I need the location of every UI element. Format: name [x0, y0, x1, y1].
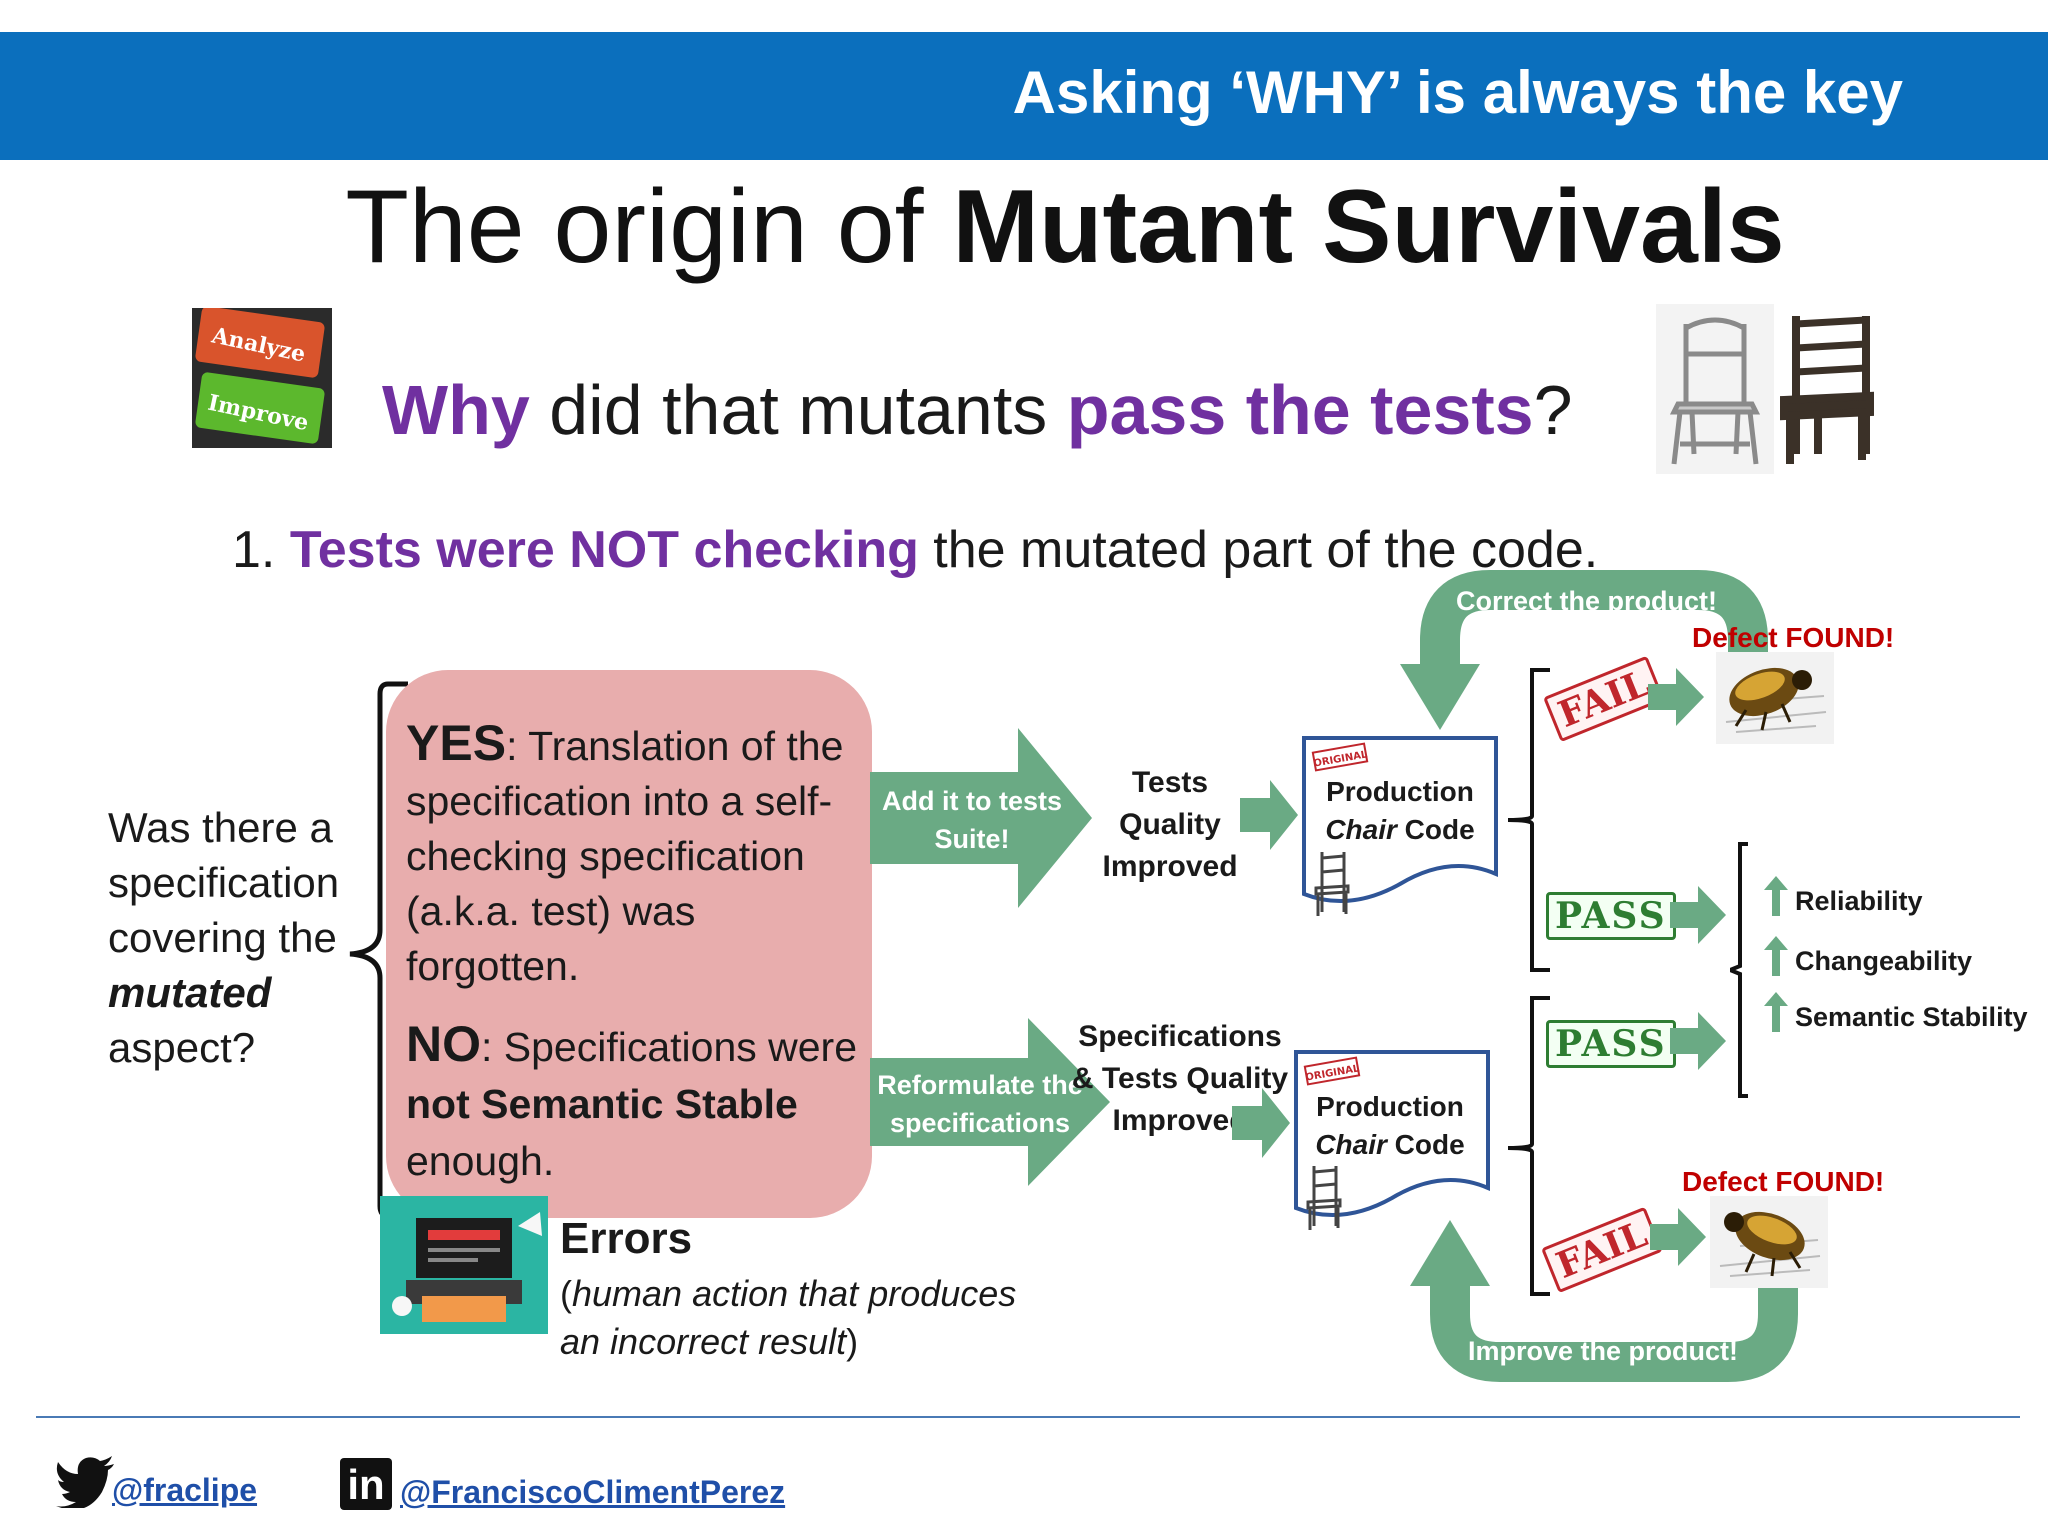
defect-found-bottom: Defect FOUND! [1682, 1166, 1885, 1197]
add-tests-label: Add it to tests Suite! [882, 786, 1062, 854]
correct-product-label: Correct the product! [1456, 586, 1718, 616]
quality-semantic-stability: Semantic Stability [1795, 1002, 2028, 1032]
answer-box [386, 670, 872, 1218]
chair-icon [1314, 852, 1350, 916]
analyze-key: Analyze [195, 308, 325, 378]
arrow-pass1-to-qualities [1670, 886, 1726, 944]
bug-icon [1716, 652, 1834, 744]
errors-description: (human action that produces an incorrect… [560, 1270, 1060, 1366]
reformulate-arrow [870, 1018, 1110, 1186]
add-tests-arrow [870, 728, 1092, 908]
point1-number: 1. [232, 521, 290, 579]
doc2-code: Code [1386, 1129, 1465, 1160]
pass-stamp-top: PASS [1546, 892, 1676, 940]
main-question: Why did that mutants pass the tests? [382, 370, 1573, 450]
errors-desc-text: human action that produces an incorrect … [560, 1273, 1017, 1362]
up-arrow-icon [1764, 876, 1788, 916]
linkedin-handle-link[interactable]: @FranciscoClimentPerez [400, 1474, 786, 1510]
arrow-fail2-to-bug [1650, 1208, 1706, 1266]
doc2-chair: Chair [1315, 1129, 1387, 1160]
bottom-results-bracket [1507, 996, 1550, 1296]
correct-product-cycle-arrow [1400, 570, 1768, 730]
question-pass: pass the tests [1066, 371, 1534, 449]
yes-label: YES [406, 715, 507, 771]
chair-icon [1306, 1166, 1342, 1230]
left-q-line2: aspect? [108, 1024, 256, 1071]
page-title: The origin of Mutant Survivals [0, 168, 2048, 287]
wooden-chair-icon [1780, 316, 1874, 464]
left-q-emph: mutated [108, 969, 272, 1016]
bug-icon [1710, 1196, 1828, 1288]
defect-found-top: Defect FOUND! [1692, 622, 1895, 653]
title-bold: Mutant Survivals [952, 169, 1785, 285]
doc2-line1: Production [1316, 1091, 1464, 1122]
no-text: : Specifications were [481, 1024, 858, 1070]
improve-key: Improve [195, 372, 325, 444]
production-doc-1: ORIGINAL [1302, 736, 1498, 916]
qualities-bracket [1730, 842, 1748, 1098]
question-end: ? [1533, 371, 1573, 449]
doc1-code: Code [1396, 814, 1475, 845]
twitter-handle-link[interactable]: @fraclipe [112, 1472, 258, 1508]
errors-title: Errors [560, 1214, 693, 1263]
point1-rest: the mutated part of the code. [918, 521, 1599, 579]
header-text: Asking ‘WHY’ is always the key [1012, 59, 1903, 126]
no-label: NO [406, 1016, 481, 1072]
arrow-pass2-to-qualities [1670, 1012, 1726, 1070]
improve-product-cycle-arrow [1410, 1220, 1798, 1382]
analyze-improve-keys-image: Analyze Improve [192, 308, 332, 448]
question-why: Why [382, 371, 530, 449]
twitter-bird-icon [56, 1456, 114, 1508]
yes-text: : Translation of the specification into … [406, 723, 844, 989]
production-doc-2: ORIGINAL [1294, 1050, 1490, 1230]
yes-answer: YES: Translation of the specification in… [406, 716, 876, 994]
footer-divider [36, 1416, 2020, 1418]
doc1-line2: Chair Code [1300, 811, 1500, 849]
header-band [0, 32, 2048, 160]
tests-quality-improved-text: Tests Quality Improved [1102, 766, 1238, 883]
left-q-line1: Was there a specification covering the [108, 804, 340, 961]
no-end: enough. [406, 1138, 555, 1184]
no-answer: NO: Specifications were not Semantic Sta… [406, 1016, 876, 1190]
small-arrow-to-doc1 [1240, 780, 1298, 850]
top-results-bracket [1507, 668, 1550, 972]
reformulate-label: Reformulate the specifications [877, 1070, 1083, 1138]
up-arrow-icon [1764, 936, 1788, 976]
specification-question: Was there a specification covering the m… [108, 800, 368, 1075]
metal-chair-icon [1669, 317, 1761, 465]
no-bold: not Semantic Stable [406, 1081, 798, 1127]
title-prefix: The origin of [345, 169, 953, 285]
quality-changeability: Changeability [1795, 946, 1973, 976]
pass-stamp-bottom: PASS [1546, 1020, 1676, 1068]
quality-reliability: Reliability [1795, 886, 1923, 916]
arrow-fail1-to-bug [1648, 668, 1704, 726]
chairs-image [1656, 304, 1874, 474]
improve-product-label: Improve the product! [1468, 1336, 1739, 1366]
laptop-error-image [380, 1196, 548, 1334]
errors-desc-close: ) [846, 1321, 859, 1362]
linkedin-icon: in [340, 1458, 392, 1510]
doc1-line1: Production [1326, 776, 1474, 807]
point1-highlight: Tests were NOT checking [289, 521, 919, 579]
small-arrow-to-doc2 [1232, 1088, 1290, 1158]
doc2-line2: Chair Code [1290, 1126, 1490, 1164]
errors-desc-open: ( [560, 1273, 572, 1314]
doc1-chair: Chair [1325, 814, 1397, 845]
question-middle: did that mutants [529, 371, 1067, 449]
up-arrow-icon [1764, 992, 1788, 1032]
specs-tests-quality-improved-text: Specifications & Tests Quality Improved [1071, 1020, 1289, 1137]
point-1: 1. Tests were NOT checking the mutated p… [232, 520, 1598, 580]
